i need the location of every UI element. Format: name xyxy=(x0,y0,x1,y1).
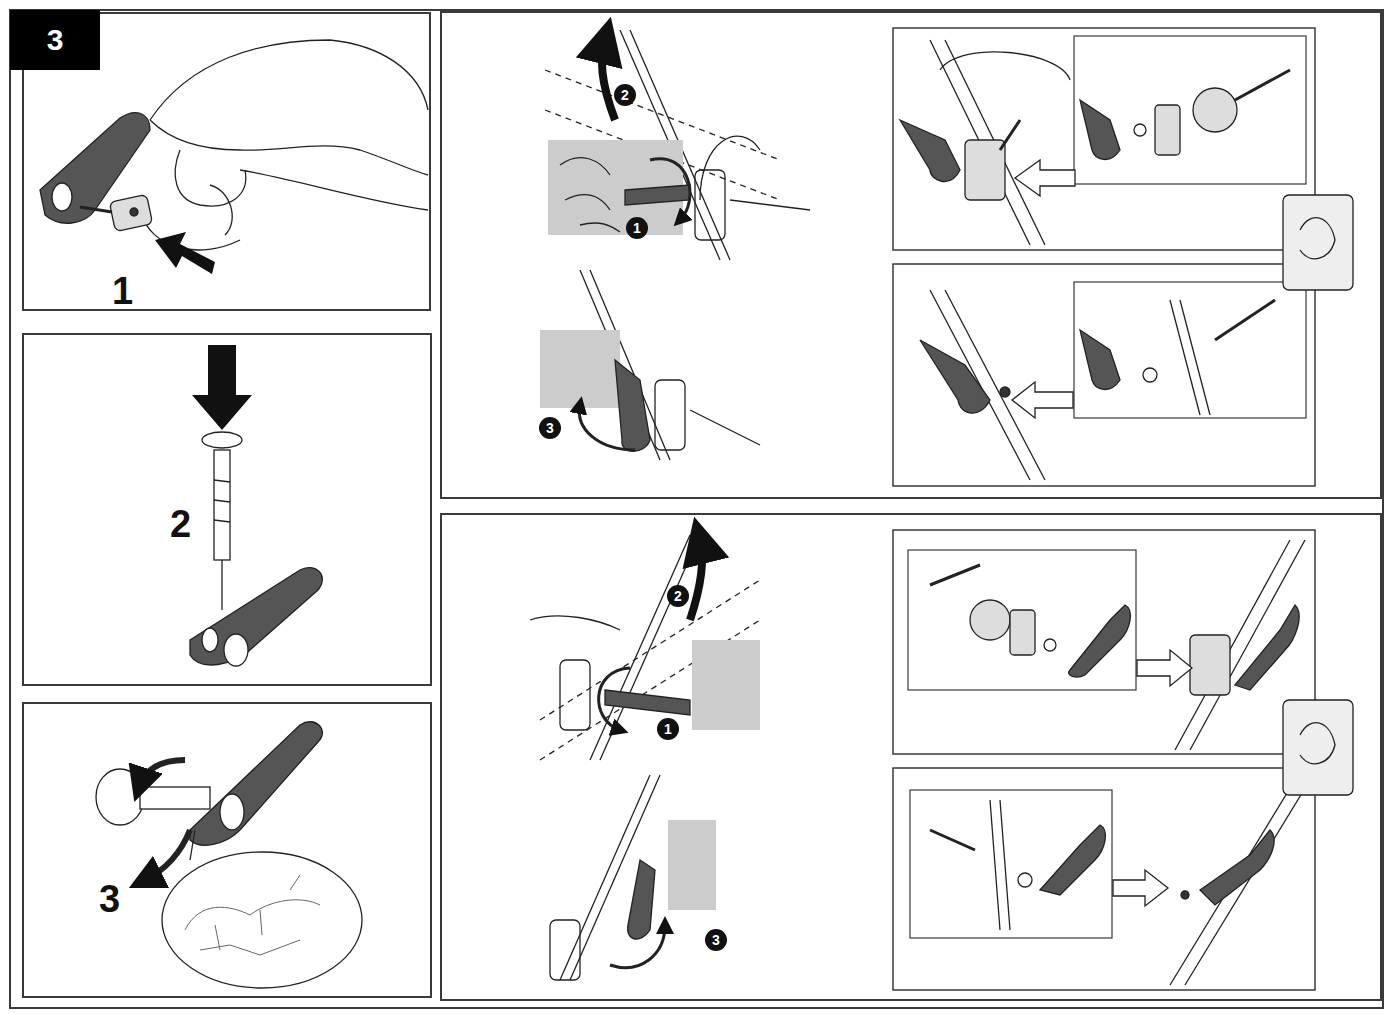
callout-number: 2 xyxy=(667,585,689,607)
panel xyxy=(441,12,1381,498)
panel-1-art xyxy=(40,40,428,274)
inset xyxy=(1074,282,1306,418)
handle-fold-art-bottom xyxy=(530,535,760,980)
panel xyxy=(441,514,1381,1000)
step-number: 2 xyxy=(170,505,191,543)
step-panel: 3 xyxy=(22,702,432,998)
step-number: 1 xyxy=(112,272,133,310)
callout-number: 3 xyxy=(539,417,561,439)
inset xyxy=(908,550,1136,690)
handle-fold-art-top xyxy=(540,30,810,460)
panel-2-art xyxy=(190,345,322,666)
detail-art-top xyxy=(900,40,1353,480)
detail-box xyxy=(893,530,1315,754)
callout-number: 1 xyxy=(626,217,648,239)
outer-frame xyxy=(10,10,1383,1008)
inset xyxy=(1074,36,1306,184)
detail-box xyxy=(893,768,1315,990)
callout-number: 1 xyxy=(657,718,679,740)
detail-box xyxy=(893,28,1315,250)
section-number-box: 3 xyxy=(10,10,100,70)
section-number: 3 xyxy=(47,25,64,55)
detail-box xyxy=(893,264,1315,486)
step-number: 3 xyxy=(99,880,120,918)
panel-3-art xyxy=(96,722,362,988)
step-panel: 2 xyxy=(22,333,432,686)
callout-number: 2 xyxy=(614,84,636,106)
detail-art-bottom xyxy=(930,540,1353,985)
callout-number: 3 xyxy=(705,929,727,951)
inset xyxy=(910,790,1112,938)
